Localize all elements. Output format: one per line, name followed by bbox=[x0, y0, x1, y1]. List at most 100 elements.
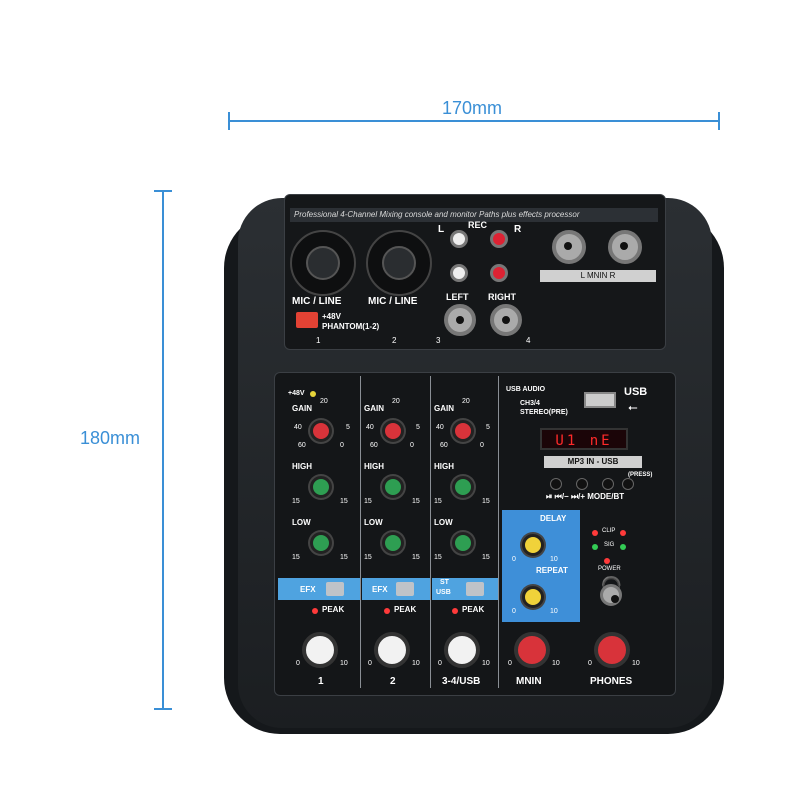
gain-scale-right-3: 5 bbox=[486, 424, 490, 431]
phones-label: PHONES bbox=[590, 676, 633, 687]
gain-scale-top-2: 20 bbox=[392, 398, 400, 405]
main-in-knob[interactable] bbox=[514, 632, 550, 668]
phantom-power-button[interactable] bbox=[296, 312, 318, 328]
gain-knob-1[interactable] bbox=[310, 420, 332, 442]
usb-audio-label: USB AUDIO bbox=[506, 386, 546, 393]
level-scale-l-2: 0 bbox=[368, 660, 372, 667]
jack-number-4: 4 bbox=[526, 336, 531, 345]
main-in-right-jack[interactable] bbox=[608, 230, 642, 264]
delay-scale-min: 0 bbox=[512, 556, 516, 563]
mp3-usb-banner: MP3 IN - USB bbox=[544, 456, 642, 468]
gain-scale-br-2: 0 bbox=[410, 442, 414, 449]
channel-number-1: 1 bbox=[316, 336, 321, 345]
power-led bbox=[604, 558, 610, 564]
left-input-label: LEFT bbox=[446, 292, 469, 302]
width-dimension-line bbox=[228, 112, 720, 130]
phantom-indicator-label: +48V bbox=[288, 390, 305, 397]
xlr-combo-jack-2[interactable] bbox=[366, 230, 432, 296]
low-eq-knob-2[interactable] bbox=[382, 532, 404, 554]
channel-label-3: 3-4/USB bbox=[442, 676, 481, 687]
low-label-3: LOW bbox=[434, 518, 453, 527]
headphone-jack[interactable] bbox=[600, 584, 622, 606]
high-label-1: HIGH bbox=[292, 462, 312, 471]
xlr-combo-jack-1[interactable] bbox=[290, 230, 356, 296]
peak-led-3 bbox=[452, 608, 458, 614]
next-button[interactable] bbox=[602, 478, 614, 490]
sig-led-left bbox=[592, 544, 598, 550]
low-eq-knob-1[interactable] bbox=[310, 532, 332, 554]
rec-label: REC bbox=[468, 220, 488, 230]
gain-scale-bl-1: 60 bbox=[298, 442, 306, 449]
gain-scale-left-2: 40 bbox=[366, 424, 374, 431]
line-jack-4[interactable] bbox=[490, 304, 522, 336]
mp3-usb-label: USB bbox=[601, 457, 619, 466]
rec-out-left-rca[interactable] bbox=[450, 230, 468, 248]
rec-out-right-rca[interactable] bbox=[490, 230, 508, 248]
mnin-scale-max: 10 bbox=[552, 660, 560, 667]
high-label-2: HIGH bbox=[364, 462, 384, 471]
channel-label-2: 2 bbox=[390, 676, 396, 687]
low-scale-r-3: 15 bbox=[482, 554, 490, 561]
level-scale-l-1: 0 bbox=[296, 660, 300, 667]
phones-scale-max: 10 bbox=[632, 660, 640, 667]
delay-scale-max: 10 bbox=[550, 556, 558, 563]
high-eq-knob-1[interactable] bbox=[310, 476, 332, 498]
gain-scale-top-3: 20 bbox=[462, 398, 470, 405]
clip-label: CLIP bbox=[602, 528, 616, 534]
level-knob-2[interactable] bbox=[374, 632, 410, 668]
peak-led-2 bbox=[384, 608, 390, 614]
power-label: POWER bbox=[598, 566, 621, 572]
low-eq-knob-3[interactable] bbox=[452, 532, 474, 554]
level-knob-3[interactable] bbox=[444, 632, 480, 668]
high-scale-r-1: 15 bbox=[340, 498, 348, 505]
usb-port[interactable] bbox=[584, 392, 616, 408]
gain-scale-right-1: 5 bbox=[346, 424, 350, 431]
level-scale-r-2: 10 bbox=[412, 660, 420, 667]
gain-scale-left-3: 40 bbox=[436, 424, 444, 431]
width-dimension-label: 170mm bbox=[442, 98, 503, 118]
repeat-scale-min: 0 bbox=[512, 608, 516, 615]
gain-knob-2[interactable] bbox=[382, 420, 404, 442]
prev-button[interactable] bbox=[576, 478, 588, 490]
efx-label-2: EFX bbox=[372, 585, 388, 594]
line-in-left-rca[interactable] bbox=[450, 264, 468, 282]
clip-led-right bbox=[620, 530, 626, 536]
gain-scale-right-2: 5 bbox=[416, 424, 420, 431]
mic-line-label-2: MIC / LINE bbox=[368, 296, 418, 307]
channel-number-2: 2 bbox=[392, 336, 397, 345]
high-scale-r-3: 15 bbox=[482, 498, 490, 505]
main-in-left-jack[interactable] bbox=[552, 230, 586, 264]
gain-scale-bl-3: 60 bbox=[440, 442, 448, 449]
phantom-led bbox=[310, 391, 316, 397]
mnin-label: MNIN bbox=[516, 676, 542, 687]
high-eq-knob-2[interactable] bbox=[382, 476, 404, 498]
low-scale-l-1: 15 bbox=[292, 554, 300, 561]
level-knob-1[interactable] bbox=[302, 632, 338, 668]
low-scale-l-3: 15 bbox=[434, 554, 442, 561]
play-pause-button[interactable] bbox=[550, 478, 562, 490]
st-usb-button[interactable] bbox=[466, 582, 484, 596]
high-scale-l-2: 15 bbox=[364, 498, 372, 505]
line-jack-3[interactable] bbox=[444, 304, 476, 336]
high-eq-knob-3[interactable] bbox=[452, 476, 474, 498]
efx-strip-1 bbox=[278, 578, 360, 600]
repeat-knob[interactable] bbox=[522, 586, 544, 608]
efx-button-1[interactable] bbox=[326, 582, 344, 596]
sig-led-right bbox=[620, 544, 626, 550]
channel-divider-2 bbox=[430, 376, 431, 688]
efx-button-2[interactable] bbox=[396, 582, 414, 596]
delay-knob[interactable] bbox=[522, 534, 544, 556]
line-in-right-rca[interactable] bbox=[490, 264, 508, 282]
gain-scale-bl-2: 60 bbox=[370, 442, 378, 449]
rec-r-label: R bbox=[514, 224, 522, 235]
repeat-label: REPEAT bbox=[536, 566, 568, 575]
height-dimension-label: 180mm bbox=[80, 428, 141, 448]
phones-knob[interactable] bbox=[594, 632, 630, 668]
gain-label-3: GAIN bbox=[434, 404, 454, 413]
level-scale-l-3: 0 bbox=[438, 660, 442, 667]
peak-label-3: PEAK bbox=[462, 605, 485, 614]
sig-label: SIG bbox=[604, 542, 615, 548]
gain-knob-3[interactable] bbox=[452, 420, 474, 442]
channel-divider-3 bbox=[498, 376, 499, 688]
mode-bt-button[interactable] bbox=[622, 478, 634, 490]
